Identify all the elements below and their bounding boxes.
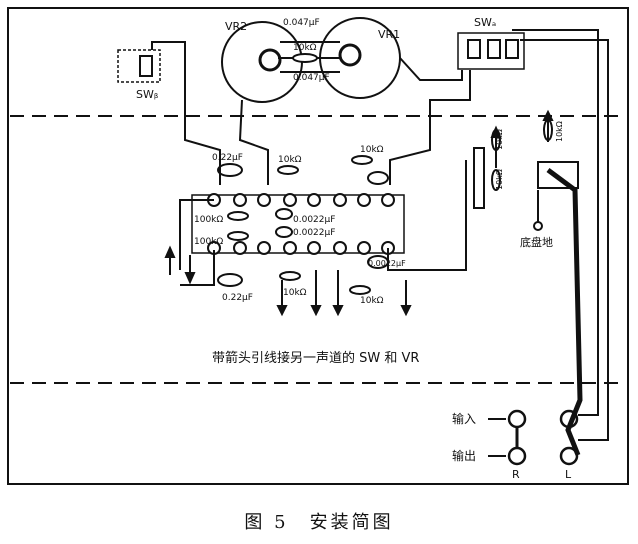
vr2-body bbox=[221, 21, 303, 103]
wire-swa-right bbox=[520, 39, 609, 441]
cap-022-bot bbox=[217, 273, 243, 287]
jack-r-output bbox=[507, 446, 527, 466]
cap-0022-b bbox=[275, 226, 293, 238]
r-10k-a-label: 10kΩ bbox=[278, 155, 302, 165]
c-022-top-label: 0.22μF bbox=[212, 153, 243, 163]
wire-swa-right2 bbox=[512, 29, 599, 416]
swa-body bbox=[457, 32, 525, 70]
ground-point bbox=[533, 221, 543, 231]
res-100k-b bbox=[227, 231, 249, 241]
shielded-cable bbox=[546, 167, 583, 456]
r-100k-b-label: 100kΩ bbox=[194, 237, 223, 247]
r-10k-d-label: 10kΩ bbox=[360, 296, 384, 306]
resistor-top bbox=[292, 53, 318, 63]
r-top-label: 10kΩ bbox=[293, 43, 317, 53]
res-100k-a bbox=[227, 211, 249, 221]
r-10k-c-label: 10kΩ bbox=[283, 288, 307, 298]
c-top-1-label: 0.047μF bbox=[283, 18, 320, 28]
cap-022-top bbox=[217, 163, 243, 177]
chassis-ground-label: 底盘地 bbox=[520, 235, 553, 249]
res-10k-a bbox=[277, 165, 299, 175]
wire-swb-to-board bbox=[151, 41, 221, 185]
res-10k-c bbox=[279, 271, 301, 281]
swb-label: SWᵦ bbox=[136, 88, 158, 101]
wire-board-bottom bbox=[180, 250, 215, 286]
res-right-3 bbox=[543, 119, 553, 141]
r-right1-label: 10kΩ bbox=[495, 129, 504, 150]
vr1-shaft bbox=[338, 43, 362, 67]
swa-contact-2 bbox=[487, 39, 501, 59]
ground-lug bbox=[537, 161, 579, 189]
board-top-pins bbox=[207, 193, 395, 207]
vr2-label: VR2 bbox=[225, 20, 247, 33]
cap-0022-a bbox=[275, 208, 293, 220]
channel-l-label: L bbox=[565, 468, 572, 481]
board-bottom-pins bbox=[207, 241, 395, 255]
c-top-2-label: 0.047μF bbox=[293, 73, 330, 83]
jack-l-output bbox=[559, 446, 579, 466]
wire-vr-to-board bbox=[238, 99, 269, 185]
vr2-shaft bbox=[258, 48, 282, 72]
channel-r-label: R bbox=[512, 468, 520, 481]
swb-contact bbox=[139, 55, 153, 77]
jack-l-input bbox=[559, 409, 579, 429]
jack-r-input bbox=[507, 409, 527, 429]
c-022-bot-label: 0.22μF bbox=[222, 293, 253, 303]
cap-0022-right bbox=[367, 171, 389, 185]
terminal-strip-mid bbox=[473, 147, 485, 209]
wire-swa-to-board bbox=[389, 70, 471, 185]
swa-contact-3 bbox=[505, 39, 519, 59]
r-10k-b-label: 10kΩ bbox=[360, 145, 384, 155]
res-10k-b bbox=[351, 155, 373, 165]
res-right-2 bbox=[491, 169, 501, 191]
wire-board-right bbox=[387, 160, 467, 271]
circuit-board bbox=[191, 194, 405, 254]
input-label: 输入 bbox=[452, 411, 476, 426]
c-0022-b-label: 0.0022μF bbox=[293, 228, 335, 238]
output-label: 输出 bbox=[452, 448, 476, 463]
r-100k-a-label: 100kΩ bbox=[194, 215, 223, 225]
wire-board-left bbox=[179, 199, 214, 270]
res-10k-d bbox=[349, 285, 371, 295]
c-0022-a-label: 0.0022μF bbox=[293, 215, 335, 225]
note-text: 带箭头引线接另一声道的 SW 和 VR bbox=[212, 350, 419, 366]
vr1-label: VR1 bbox=[378, 28, 400, 41]
r-right2-label: 10kΩ bbox=[495, 169, 504, 190]
figure-caption: 图 5 安装简图 bbox=[244, 512, 394, 533]
res-right-1 bbox=[491, 129, 501, 151]
outer-frame bbox=[7, 7, 629, 485]
swb-body bbox=[117, 49, 161, 83]
wire-vr1-to-swa bbox=[399, 57, 463, 81]
r-right3-label: 10kΩ bbox=[555, 121, 564, 142]
swa-label: SWₐ bbox=[474, 16, 496, 29]
swa-contact-1 bbox=[467, 39, 481, 59]
